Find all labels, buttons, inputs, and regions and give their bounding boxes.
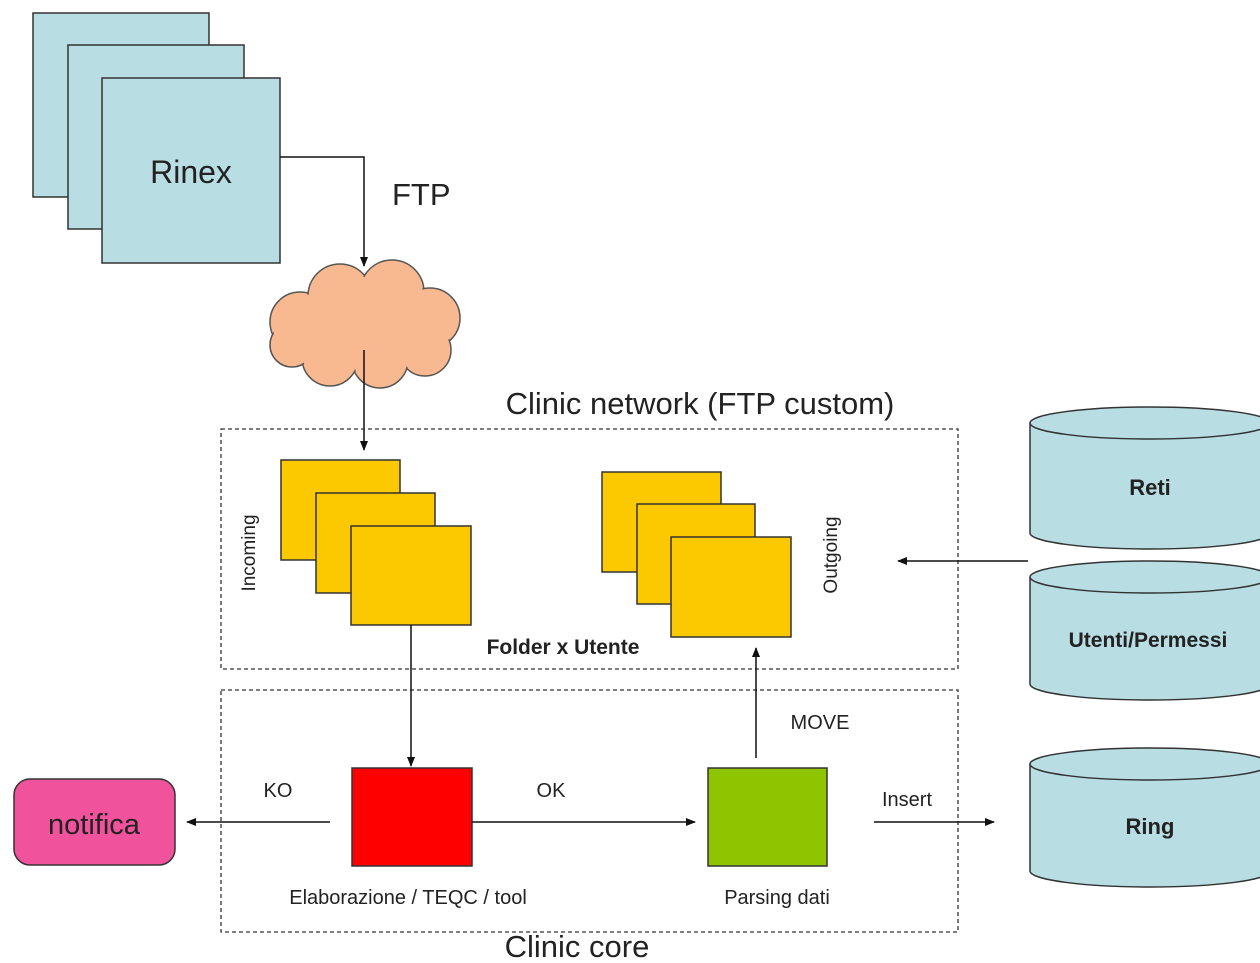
database-utenti-permessi: Utenti/Permessi (1029, 560, 1260, 701)
core-label: Clinic core (505, 929, 650, 963)
move-label: MOVE (791, 712, 850, 734)
incoming-folder-front (350, 525, 472, 626)
incoming-label: Incoming (239, 514, 260, 591)
database-ring: Ring (1029, 747, 1260, 888)
rinex-label: Rinex (150, 154, 232, 190)
clinic-network-frame (220, 428, 959, 670)
cloud-icon (269, 259, 461, 389)
database-reti: Reti (1029, 406, 1260, 550)
notifica-label: notifica (48, 809, 141, 841)
rinex-file-front (101, 77, 281, 264)
rinex-file-stack: Rinex (32, 12, 281, 264)
outgoing-label: Outgoing (821, 516, 842, 593)
folder-label: Folder x Utente (487, 636, 640, 659)
ring-label: Ring (1126, 814, 1175, 839)
outgoing-folder-front (670, 536, 792, 638)
elaborazione-label: Elaborazione / TEQC / tool (289, 887, 527, 909)
ftp-connector (280, 156, 368, 267)
notifica-box (13, 778, 176, 866)
ok-label: OK (537, 780, 567, 802)
outgoing-folder-stack (601, 471, 792, 638)
parsing-box (707, 767, 828, 867)
parsing-label: Parsing dati (724, 887, 830, 909)
utenti-label: Utenti/Permessi (1069, 629, 1228, 652)
insert-label: Insert (882, 789, 932, 811)
reti-label: Reti (1129, 475, 1171, 500)
incoming-folder-stack (280, 459, 472, 626)
ftp-label: FTP (392, 177, 451, 212)
clinic-core-frame (220, 689, 959, 933)
elaborazione-box (351, 767, 473, 867)
ko-label: KO (264, 780, 293, 802)
network-label: Clinic network (FTP custom) (506, 386, 895, 421)
